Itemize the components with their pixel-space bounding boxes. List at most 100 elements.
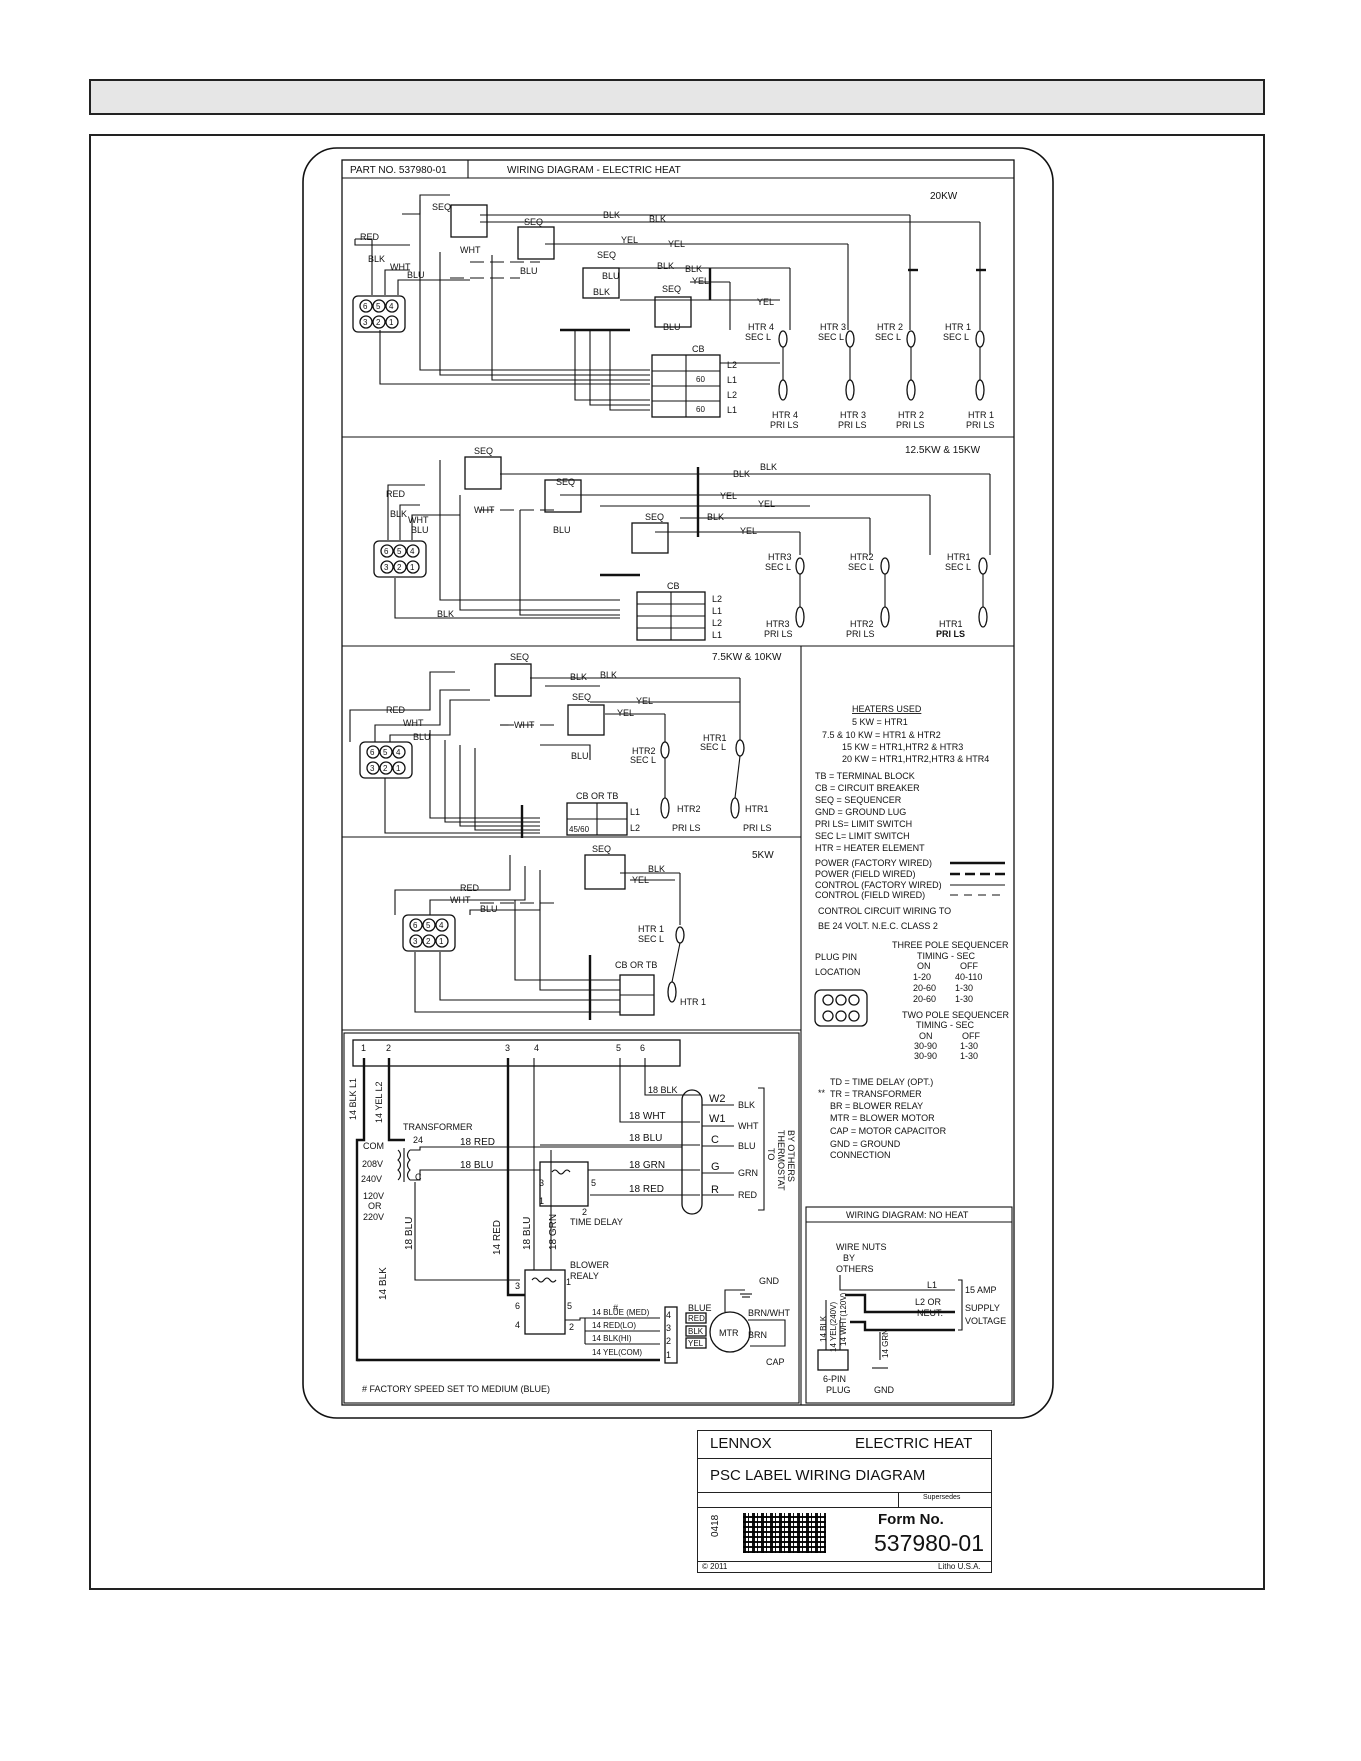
svg-text:HTR 4: HTR 4 [772,410,798,420]
svg-text:PRI LS: PRI LS [838,420,867,430]
svg-text:208V: 208V [362,1159,383,1169]
svg-text:4: 4 [534,1043,539,1053]
svg-text:HTR2: HTR2 [677,804,701,814]
svg-text:BLU: BLU [738,1141,756,1151]
svg-text:2: 2 [582,1207,587,1217]
svg-text:BLK: BLK [688,1327,704,1336]
svg-text:SEC L: SEC L [848,562,874,572]
svg-text:TIMING - SEC: TIMING - SEC [916,1020,974,1030]
svg-text:OR: OR [368,1201,382,1211]
svg-text:HTR3: HTR3 [768,552,792,562]
svg-text:2: 2 [569,1322,574,1332]
svg-text:220V: 220V [363,1212,384,1222]
svg-text:YEL: YEL [668,239,685,249]
svg-text:3: 3 [370,764,375,773]
svg-text:YEL: YEL [688,1339,704,1348]
svg-text:BLK: BLK [738,1100,755,1110]
svg-text:3: 3 [515,1281,520,1291]
svg-text:6: 6 [370,748,375,757]
svg-text:SEC L: SEC L [818,332,844,342]
svg-text:L1: L1 [712,606,722,616]
litho: Litho U.S.A. [938,1562,981,1571]
svg-text:WIRE NUTS: WIRE NUTS [836,1242,887,1252]
svg-text:MTR: MTR [719,1328,739,1338]
svg-text:18 WHT: 18 WHT [629,1111,666,1122]
svg-text:CB: CB [667,581,680,591]
svg-text:1: 1 [439,937,444,946]
svg-text:2: 2 [426,937,431,946]
svg-text:15 AMP: 15 AMP [965,1285,997,1295]
svg-text:PRI LS: PRI LS [764,629,793,639]
svg-text:SEC L: SEC L [630,755,656,765]
svg-text:TIME DELAY: TIME DELAY [570,1217,623,1227]
svg-text:HTR 1: HTR 1 [945,322,971,332]
svg-text:BLU: BLU [411,525,429,535]
svg-text:GND = GROUND LUG: GND = GROUND LUG [815,807,906,817]
svg-text:GRN: GRN [738,1168,758,1178]
svg-text:TR = TRANSFORMER: TR = TRANSFORMER [830,1089,922,1099]
svg-text:5: 5 [591,1178,596,1188]
svg-text:SEC L= LIMIT SWITCH: SEC L= LIMIT SWITCH [815,831,910,841]
diagram-title: WIRING DIAGRAM - ELECTRIC HEAT [507,165,681,176]
svg-text:7.5 & 10 KW = HTR1 & HTR2: 7.5 & 10 KW = HTR1 & HTR2 [822,730,941,740]
svg-text:L2: L2 [712,594,722,604]
svg-text:BLU: BLU [571,751,589,761]
seq-1-10kw [494,663,532,697]
svg-text:BLK: BLK [649,214,666,224]
svg-text:CAP = MOTOR CAPACITOR: CAP = MOTOR CAPACITOR [830,1126,947,1136]
svg-text:5: 5 [383,748,388,757]
seq-2-15kw [544,479,582,513]
svg-text:18 GRN: 18 GRN [548,1214,559,1250]
svg-text:14 YEL L2: 14 YEL L2 [374,1081,384,1123]
svg-text:45/60: 45/60 [569,825,590,834]
svg-text:YEL: YEL [740,526,757,536]
inner-frame [341,159,1015,1406]
svg-text:TWO POLE SEQUENCER: TWO POLE SEQUENCER [902,1010,1010,1020]
svg-text:WHT: WHT [390,262,411,272]
svg-text:18 GRN: 18 GRN [629,1160,665,1171]
svg-text:BRN/WHT: BRN/WHT [748,1308,790,1318]
svg-text:YEL: YEL [758,499,775,509]
svg-text:SEC L: SEC L [945,562,971,572]
control-circuit: 1 2 3 4 5 6 14 BLK L1 14 YEL L2 TRANSFOR… [348,1039,796,1394]
svg-text:3: 3 [384,563,389,572]
svg-text:BY OTHERS: BY OTHERS [786,1130,796,1182]
svg-text:SUPPLY: SUPPLY [965,1303,1000,1313]
title-20kw: 20KW [930,191,958,202]
svg-text:CAP: CAP [766,1357,785,1367]
svg-text:RED: RED [460,883,480,893]
svg-text:WHT: WHT [450,895,471,905]
svg-text:OFF: OFF [962,1031,980,1041]
svg-text:HTR = HEATER ELEMENT: HTR = HEATER ELEMENT [815,843,925,853]
category: ELECTRIC HEAT [855,1435,973,1452]
svg-text:4: 4 [389,302,394,311]
svg-text:40-110: 40-110 [955,972,982,982]
svg-text:TIMING - SEC: TIMING - SEC [917,951,975,961]
svg-text:HTR 3: HTR 3 [840,410,866,420]
svg-text:L2 OR: L2 OR [915,1297,942,1307]
svg-text:YEL: YEL [636,696,653,706]
svg-text:3: 3 [505,1043,510,1053]
svg-text:HTR 1: HTR 1 [968,410,994,420]
svg-text:14 BLK L1: 14 BLK L1 [348,1078,358,1120]
svg-text:6-PIN: 6-PIN [823,1374,846,1384]
thermostat-connector [681,1089,703,1215]
seq-3-15kw [631,522,669,554]
svg-text:L1: L1 [727,375,737,385]
svg-text:CB OR TB: CB OR TB [615,960,657,970]
seq-5kw [584,854,626,890]
svg-text:240V: 240V [361,1174,382,1184]
svg-text:HTR 1: HTR 1 [680,997,706,1007]
svg-text:2: 2 [666,1336,671,1346]
svg-text:20 KW = HTR1,HTR2,HTR3 & HTR4: 20 KW = HTR1,HTR2,HTR3 & HTR4 [842,754,989,764]
svg-text:4: 4 [515,1320,520,1330]
svg-text:ON: ON [919,1031,933,1041]
svg-text:C: C [711,1134,719,1146]
code: 0418 [710,1514,721,1537]
svg-text:PRI LS: PRI LS [846,629,875,639]
svg-text:TRANSFORMER: TRANSFORMER [403,1122,473,1132]
svg-text:GND: GND [759,1276,780,1286]
six-pin-plug [817,1349,849,1371]
